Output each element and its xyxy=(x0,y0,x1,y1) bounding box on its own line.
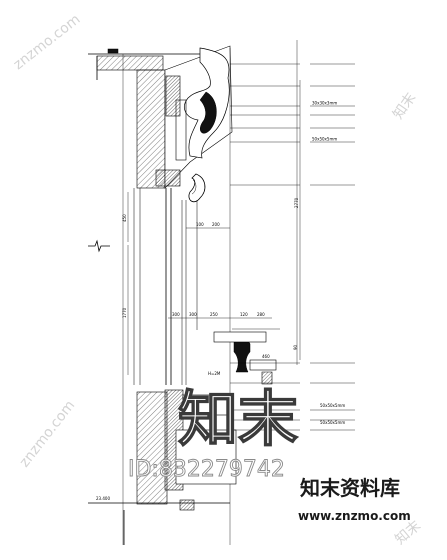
dim-450: 450 xyxy=(122,214,127,222)
dim-1770: 1770 xyxy=(122,307,127,318)
lower-anchor-bottom xyxy=(179,499,195,511)
watermark-id: ID:832279742 xyxy=(128,457,285,482)
lower-wall-concrete xyxy=(136,391,168,505)
watermark-logo: 知末 xyxy=(177,384,298,455)
dim-h2m: H=2M xyxy=(208,371,221,376)
right-callouts: 30x30x3mm 50x50x5mm 50x50x5mm 50x50x5mm xyxy=(230,63,355,431)
break-line xyxy=(88,239,110,253)
lower-bracket-box xyxy=(175,429,237,485)
watermark-url: www.znzmo.com xyxy=(298,509,411,523)
lower-bracket-top xyxy=(182,394,234,416)
dim-2770: 2770 xyxy=(294,197,299,208)
top-slab-concrete xyxy=(96,55,164,71)
elevation-label: 23.400 xyxy=(96,496,110,501)
dim-300a: 300 xyxy=(172,312,180,317)
watermark-logo-cn: 知末 xyxy=(178,385,298,455)
dim-200: 200 xyxy=(212,222,220,227)
anchor-plate-upper xyxy=(165,75,181,117)
scroll-bracket xyxy=(188,173,206,203)
lower-wall: 23.400 xyxy=(88,389,237,545)
watermark-brand: 知末资料库 xyxy=(300,476,400,500)
rail-anchor xyxy=(261,371,273,385)
cornice-ornament xyxy=(155,47,230,203)
dim-120: 120 xyxy=(240,312,248,317)
watermark-bottom: ID:832279742 知末资料库 www.znzmo.com xyxy=(128,457,411,523)
dim-460: 460 xyxy=(262,354,270,359)
dimensions: 450 1770 2770 100 200 300 300 250 120 28… xyxy=(122,80,301,376)
dim-280: 280 xyxy=(257,312,265,317)
top-slab xyxy=(88,48,230,80)
upper-wall-concrete xyxy=(136,69,166,189)
steel-bracket-upper xyxy=(175,99,187,161)
bottom-callout-label: 50x50x5mm xyxy=(320,403,345,408)
rail-bracket xyxy=(233,337,251,373)
bottom-callout-label: 50x50x5mm xyxy=(320,420,345,425)
rail-box xyxy=(249,359,277,371)
callout-label: 50x50x5mm xyxy=(312,137,337,142)
top-label-marker xyxy=(107,48,119,54)
dim-100: 100 xyxy=(196,222,204,227)
rail-beam xyxy=(213,331,267,343)
dim-250: 250 xyxy=(210,312,218,317)
cornice-carving xyxy=(199,91,217,134)
dim-300b: 300 xyxy=(189,312,197,317)
lower-ornament xyxy=(213,331,277,385)
dim-90: 90 xyxy=(293,344,298,350)
break-mark xyxy=(88,239,110,253)
callout-label: 30x30x3mm xyxy=(312,101,337,106)
anchor-plate-mid xyxy=(155,169,181,187)
watermark-site-text-2: znzmo.com xyxy=(17,398,79,471)
watermark-site-text-1: znzmo.com xyxy=(11,11,84,73)
watermark-site-text-3: 知末 xyxy=(389,90,419,123)
scroll-bracket-inner xyxy=(191,179,197,195)
